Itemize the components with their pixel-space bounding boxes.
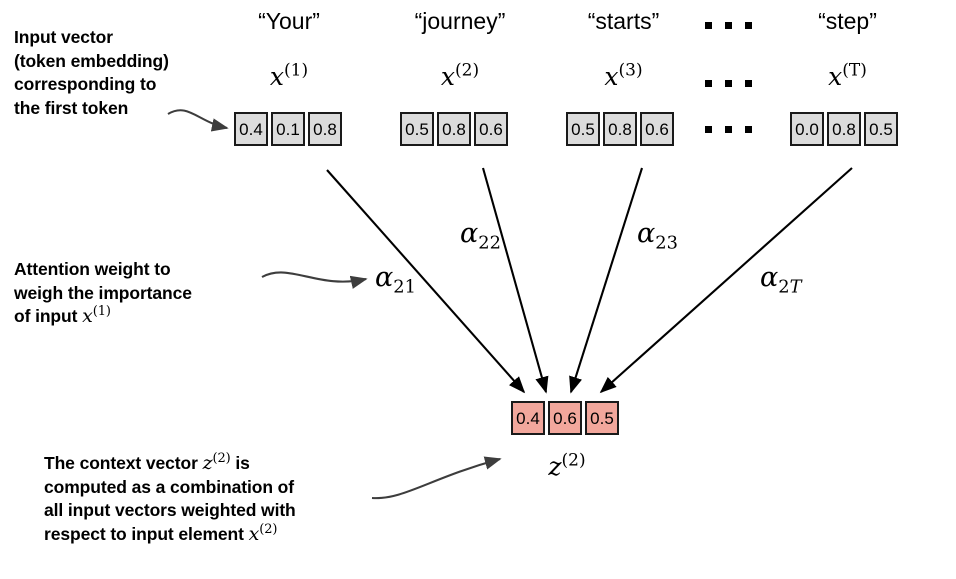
vector-symbol-1: x(1) [234,62,344,91]
input-vector-3: 0.5 0.8 0.6 [566,112,674,146]
annotation-attention-weight-line-1: Attention weight to [14,259,171,279]
context-vector-symbol-base: z [548,452,562,481]
ellipsis-input-vectors [705,126,752,133]
input-cell[interactable]: 0.6 [640,112,674,146]
ellipsis-dot [725,126,732,133]
input-cell[interactable]: 0.1 [271,112,305,146]
annotation-context-input-symbol: x [248,522,260,545]
attention-weight-22-symbol: α [460,218,479,249]
annotation-input-vector-line-4: the first token [14,97,129,118]
input-cell[interactable]: 0.8 [437,112,471,146]
vector-symbol-2-superscript: (2) [455,60,480,81]
vector-symbol-1-base: x [269,62,284,91]
context-cell[interactable]: 0.4 [511,401,545,435]
ellipsis-vector-symbols [705,80,752,87]
context-cell[interactable]: 0.5 [585,401,619,435]
input-cell[interactable]: 0.5 [864,112,898,146]
ellipsis-dot [725,22,732,29]
ellipsis-token-words [705,22,752,29]
input-cell[interactable]: 0.8 [827,112,861,146]
annotation-attention-weight-symbol: x [82,305,93,327]
attention-arrow-2 [481,167,549,394]
attention-weight-2T-symbol: α [760,262,779,293]
vector-symbol-2-base: x [440,62,455,91]
input-cell[interactable]: 0.5 [566,112,600,146]
attention-weight-23-subscript: 23 [655,232,678,254]
annotation-attention-weight-line-3: of input x(1) [14,305,192,329]
vector-symbol-4-base: x [828,62,843,91]
annotation-attention-weight: Attention weight to weigh the importance… [14,258,192,329]
attention-weight-21-subscript: 21 [393,276,416,298]
input-vector-2: 0.5 0.8 0.6 [400,112,508,146]
annotation-context-vector-line-2: computed as a combination of [44,476,295,497]
attention-weight-23-symbol: α [637,218,656,249]
attention-arrow-4 [599,167,853,394]
attention-weight-label-21: α21 [375,262,416,296]
annotation-context-vector: The context vector z(2) is computed as a… [44,452,296,546]
annotation-input-vector-line-3: corresponding to [14,74,157,94]
vector-symbol-4-superscript: (T) [842,60,867,81]
vector-symbol-3-superscript: (3) [618,60,643,81]
ellipsis-dot [725,80,732,87]
annotation-input-vector: Input vector (token embedding) correspon… [14,26,169,120]
token-word-4: “step” [818,8,877,34]
input-cell[interactable]: 0.8 [603,112,637,146]
annotation-attention-weight-line-3-prefix: of input [14,306,83,326]
input-vector-1: 0.4 0.1 0.8 [234,112,342,146]
annotation-context-vector-line-1: The context vector z(2) is [44,452,296,476]
attention-weight-label-23: α23 [637,218,678,252]
ellipsis-dot [745,126,752,133]
annotation-context-vector-line-4: respect to input element x(2) [44,523,296,547]
annotation-input-vector-line-1: Input vector [14,27,113,47]
vector-symbol-2: x(2) [400,62,520,91]
ellipsis-dot [745,80,752,87]
annotation-context-vector-line-4-prefix: respect to input element [44,523,249,544]
token-word-1: “Your” [258,8,320,34]
callout-arrow-context-vector [371,456,502,500]
annotation-attention-weight-superscript: (1) [92,304,111,320]
annotation-input-vector-line-2: (token embedding) [14,50,169,71]
annotation-context-vector-superscript: (2) [212,451,231,467]
vector-symbol-4: x(T) [790,62,905,91]
input-cell[interactable]: 0.4 [234,112,268,146]
attention-arrow-1 [326,169,526,394]
ellipsis-dot [705,22,712,29]
ellipsis-dot [705,80,712,87]
context-cell[interactable]: 0.6 [548,401,582,435]
attention-weight-label-22: α22 [460,218,501,252]
callout-arrow-attention-weight [261,271,368,289]
annotation-context-vector-line-3: all input vectors weighted with [44,500,296,520]
annotation-context-vector-line-1-prefix: The context vector [44,453,203,473]
annotation-context-input-superscript: (2) [259,521,278,537]
input-cell[interactable]: 0.5 [400,112,434,146]
ellipsis-dot [745,22,752,29]
vector-symbol-1-superscript: (1) [284,60,309,81]
attention-weight-22-subscript: 22 [478,232,501,254]
attention-weight-21-symbol: α [375,262,394,293]
annotation-context-vector-line-1-suffix: is [230,453,250,473]
input-cell[interactable]: 0.8 [308,112,342,146]
input-vector-4: 0.0 0.8 0.5 [790,112,898,146]
annotation-attention-weight-line-2: weigh the importance [14,282,192,303]
vector-symbol-3: x(3) [566,62,681,91]
annotation-context-vector-symbol: z [202,452,213,474]
vector-symbol-3-base: x [604,62,619,91]
context-vector-symbol-superscript: (2) [561,450,586,471]
token-word-3: “starts” [587,8,660,34]
input-cell[interactable]: 0.6 [474,112,508,146]
input-cell[interactable]: 0.0 [790,112,824,146]
callout-arrow-input-vector [167,109,229,132]
attention-weight-2T-subscript-italic: T [789,276,802,298]
attention-weight-label-2T: α2T [760,262,801,296]
attention-arrow-3 [569,167,644,394]
ellipsis-dot [705,126,712,133]
context-vector: 0.4 0.6 0.5 [511,401,619,435]
attention-weight-2T-subscript: 2 [778,276,790,298]
context-vector-symbol: z(2) [511,452,623,481]
token-word-2: “journey” [414,8,506,34]
